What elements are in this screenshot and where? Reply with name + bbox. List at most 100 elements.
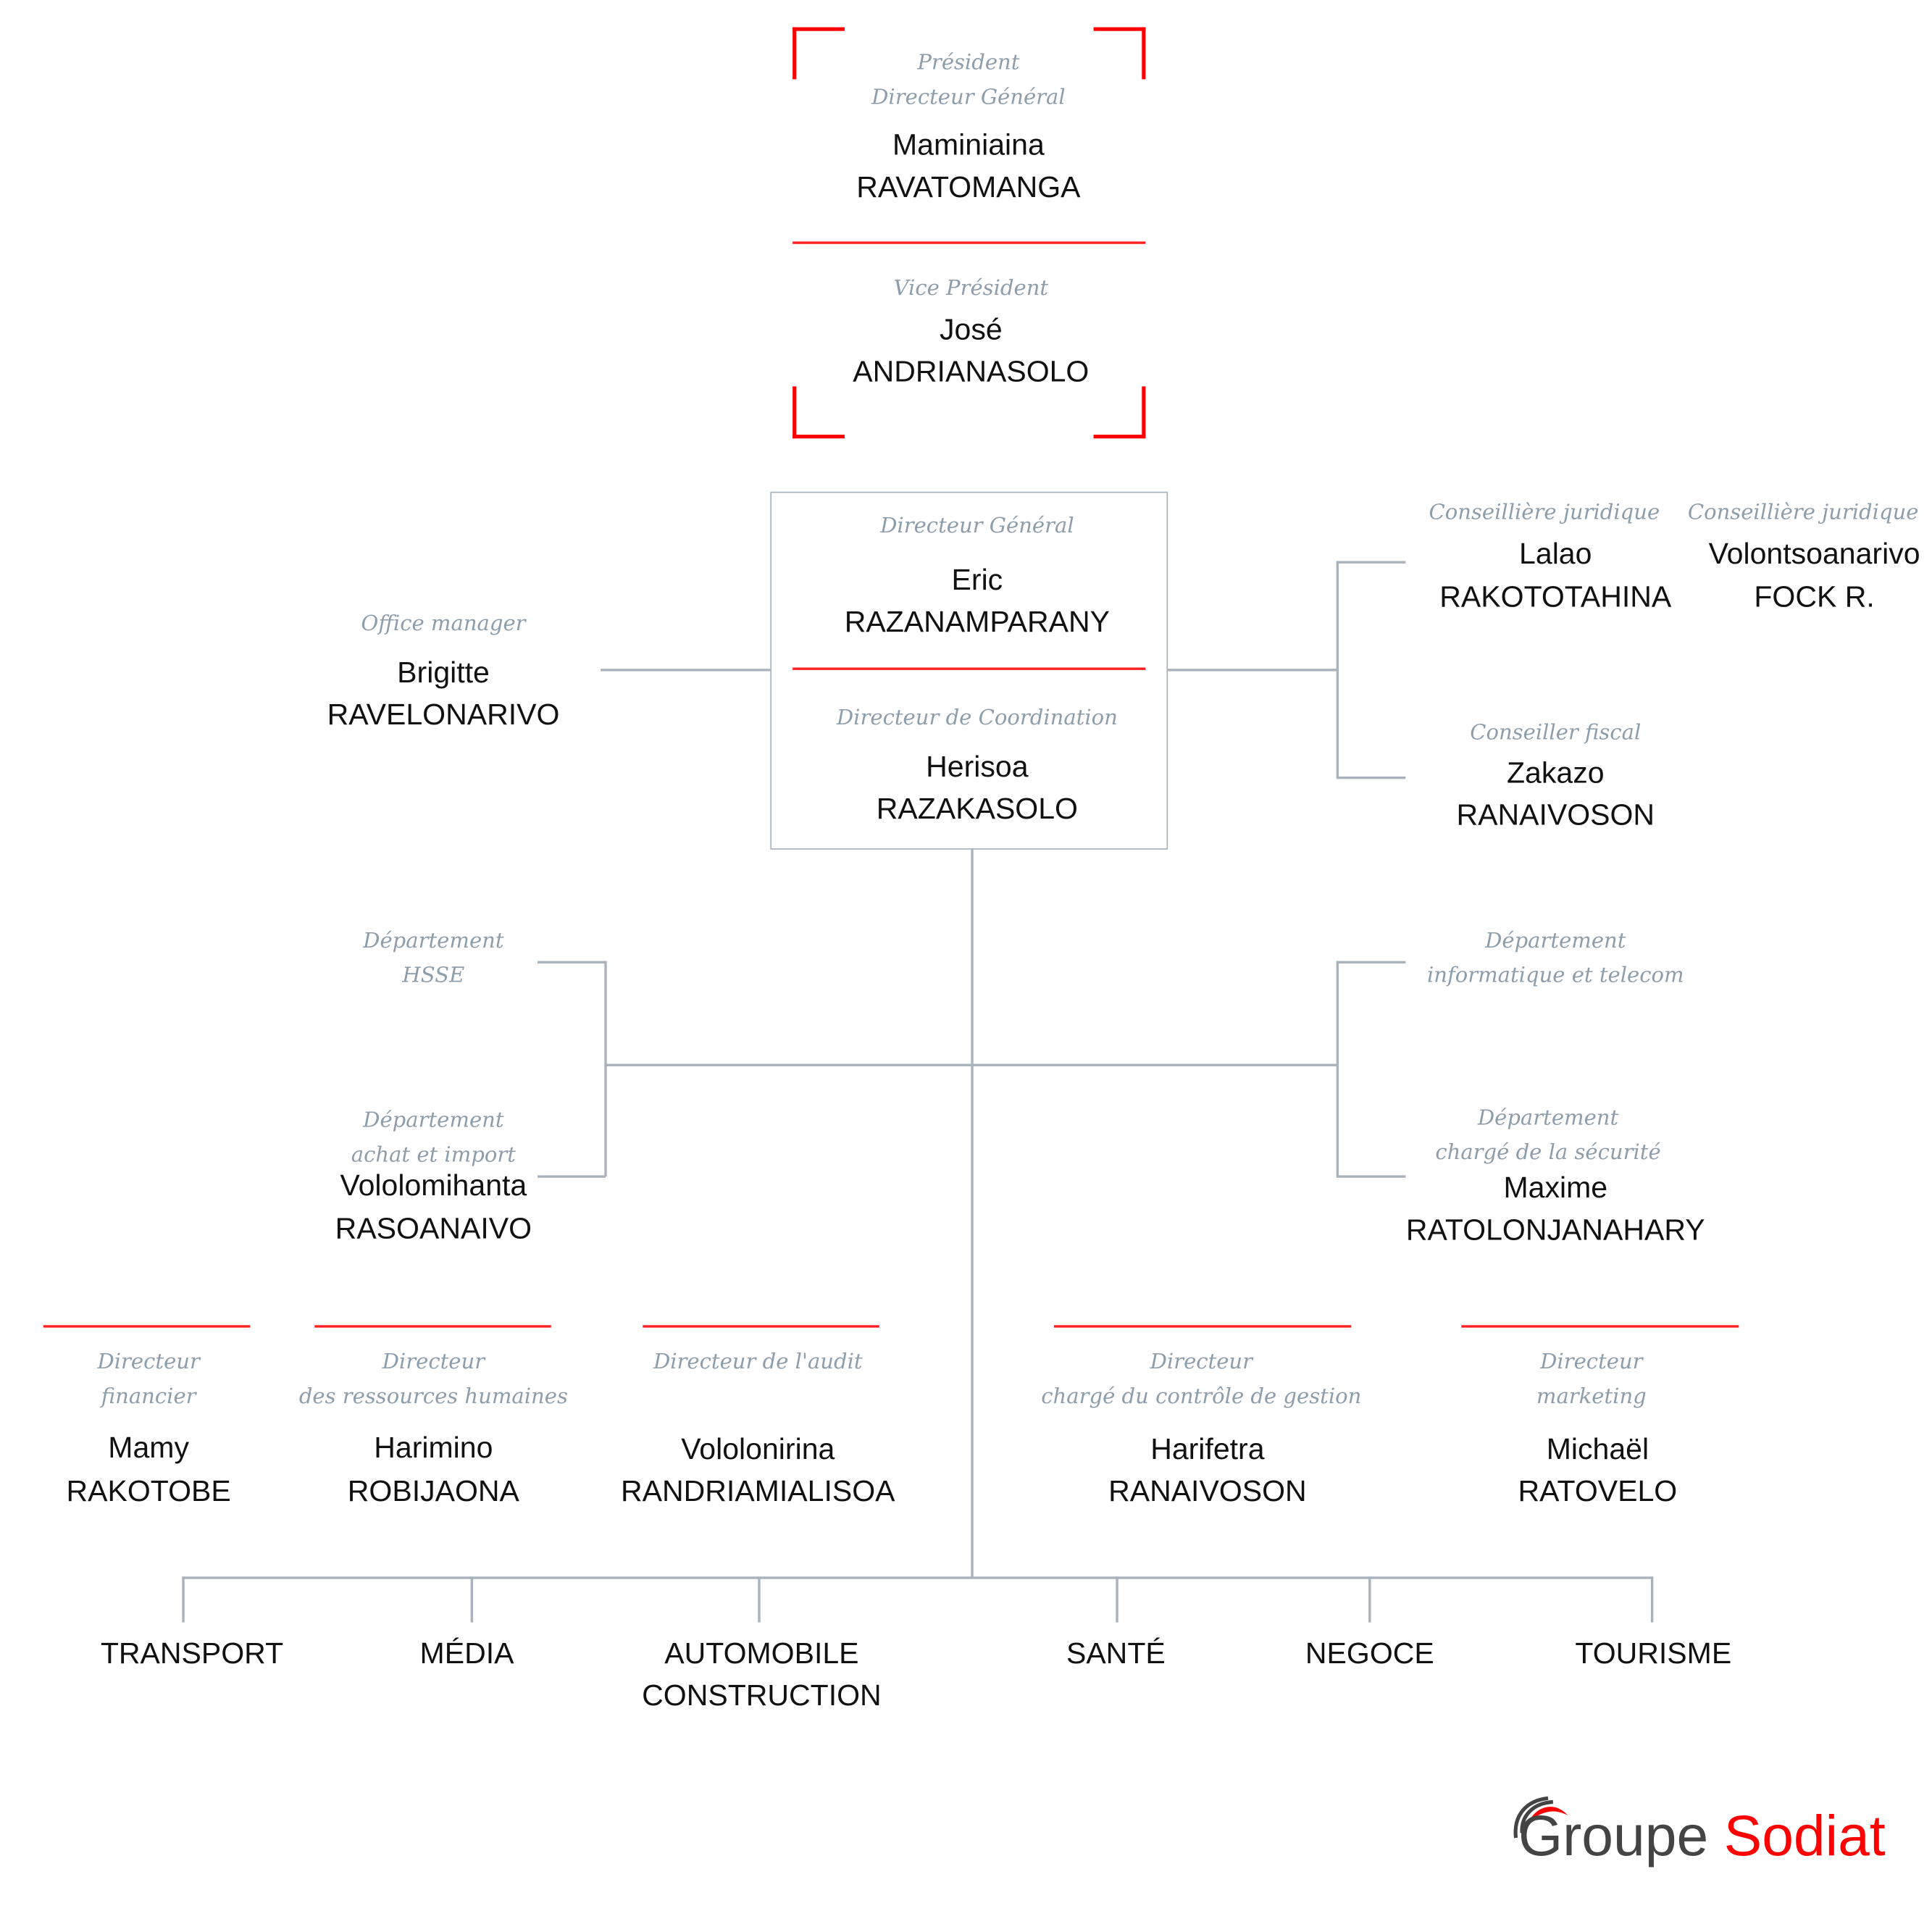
security-title2: chargé de la sécurité: [1435, 1140, 1661, 1166]
sector-construction: CONSTRUCTION: [642, 1679, 882, 1713]
connector: [758, 1576, 760, 1623]
groupe-sodiat-logo: Groupe Sodiat: [1511, 1791, 1895, 1878]
legal1-last-name: RAKOTOTAHINA: [1439, 580, 1672, 614]
bracket-corner: [793, 386, 797, 439]
connector: [1168, 669, 1338, 671]
connector: [182, 1576, 184, 1623]
sector-negoce: NEGOCE: [1305, 1637, 1434, 1671]
bracket-corner: [1093, 435, 1146, 439]
dg-last-name: RAZANAMPARANY: [844, 605, 1111, 640]
director-title: Directeur: [382, 1350, 485, 1375]
divider: [793, 241, 1146, 244]
director-first-name: Michaël: [1546, 1433, 1649, 1467]
president-title2: Directeur Général: [871, 85, 1066, 111]
it-title: Département: [1485, 929, 1626, 954]
legal1-first-name: Lalao: [1519, 537, 1592, 572]
purchase-last-name: RASOANAIVO: [335, 1212, 532, 1246]
legal2-title: Conseillière juridique: [1687, 500, 1919, 525]
director-title: Directeur: [1150, 1350, 1253, 1375]
dg-first-name: Eric: [951, 563, 1003, 598]
sector-automobile: AUTOMOBILE: [664, 1637, 859, 1671]
office-manager-first-name: Brigitte: [397, 656, 490, 690]
dg-title: Directeur Général: [880, 514, 1074, 539]
director-first-name: Mamy: [108, 1431, 190, 1465]
director-last-name: RANDRIAMIALISOA: [621, 1475, 895, 1509]
connector: [182, 1576, 1654, 1578]
connector: [1336, 561, 1339, 778]
connector: [1650, 1576, 1653, 1623]
bracket-corner: [793, 435, 845, 439]
director-title: Directeur: [97, 1350, 200, 1375]
director-last-name: RAKOTOBE: [66, 1475, 231, 1509]
connector: [1336, 1175, 1406, 1177]
connector: [971, 848, 973, 1578]
sector-transport: TRANSPORT: [100, 1637, 284, 1671]
vp-title: Vice Président: [893, 276, 1049, 301]
connector: [1116, 1576, 1118, 1623]
logo-word-groupe: Groupe: [1518, 1804, 1708, 1868]
director-last-name: RATOVELO: [1518, 1475, 1678, 1509]
director-title2: des ressources humaines: [298, 1384, 568, 1410]
hsse-title: Département: [363, 929, 504, 954]
sector-media: MÉDIA: [419, 1637, 514, 1671]
connector: [470, 1576, 473, 1623]
coordination-first-name: Herisoa: [926, 750, 1029, 785]
divider: [43, 1325, 251, 1327]
president-title: Président: [917, 51, 1020, 76]
vp-last-name: ANDRIANASOLO: [853, 355, 1090, 389]
connector: [601, 669, 771, 671]
bracket-corner: [1093, 27, 1146, 31]
director-title: Directeur: [1540, 1350, 1643, 1375]
divider: [643, 1325, 879, 1327]
divider: [793, 667, 1146, 670]
security-first-name: Maxime: [1503, 1171, 1608, 1205]
purchase-title: Département: [363, 1108, 504, 1134]
coordination-title: Directeur de Coordination: [836, 706, 1118, 731]
bracket-corner: [1142, 27, 1146, 80]
connector: [537, 961, 606, 963]
bracket-corner: [1142, 386, 1146, 439]
dg-box: [770, 491, 1168, 850]
hsse-title2: HSSE: [402, 963, 465, 989]
tax-first-name: Zakazo: [1506, 756, 1605, 790]
tax-title: Conseiller fiscal: [1470, 720, 1642, 746]
legal2-last-name: FOCK R.: [1754, 580, 1875, 614]
connector: [537, 1175, 606, 1177]
bracket-corner: [793, 27, 845, 31]
divider: [1461, 1325, 1739, 1327]
director-title2: chargé du contrôle de gestion: [1041, 1384, 1362, 1410]
connector: [604, 961, 606, 1177]
connector: [1336, 961, 1406, 963]
purchase-first-name: Vololomihanta: [340, 1168, 527, 1203]
connector: [1336, 561, 1406, 564]
vp-first-name: José: [939, 313, 1003, 347]
logo-word-sodiat: Sodiat: [1724, 1804, 1886, 1868]
director-first-name: Vololonirina: [681, 1433, 835, 1467]
logo-swoosh-icon: Groupe Sodiat: [1513, 1796, 1886, 1868]
director-last-name: ROBIJAONA: [347, 1475, 519, 1509]
legal2-first-name: Volontsoanarivo: [1708, 537, 1920, 572]
director-last-name: RANAIVOSON: [1108, 1475, 1307, 1509]
director-first-name: Harimino: [374, 1431, 493, 1465]
divider: [1053, 1325, 1352, 1327]
tax-last-name: RANAIVOSON: [1456, 798, 1655, 832]
connector: [1368, 1576, 1371, 1623]
purchase-title2: achat et import: [351, 1142, 516, 1168]
connector: [605, 1063, 1338, 1066]
office-manager-last-name: RAVELONARIVO: [327, 698, 560, 732]
director-first-name: Harifetra: [1150, 1433, 1265, 1467]
director-title2: marketing: [1536, 1384, 1647, 1410]
president-first-name: Maminiaina: [892, 128, 1045, 162]
office-manager-title: Office manager: [361, 611, 526, 637]
security-last-name: RATOLONJANAHARY: [1405, 1213, 1705, 1247]
connector: [1336, 776, 1406, 779]
sector-sante: SANTÉ: [1066, 1637, 1166, 1671]
sector-tourisme: TOURISME: [1575, 1637, 1732, 1671]
security-title: Département: [1477, 1105, 1619, 1131]
it-title2: informatique et telecom: [1426, 963, 1684, 989]
coordination-last-name: RAZAKASOLO: [876, 793, 1078, 827]
director-title: Directeur de l'audit: [653, 1350, 863, 1375]
divider: [314, 1325, 551, 1327]
legal1-title: Conseillière juridique: [1429, 500, 1660, 525]
